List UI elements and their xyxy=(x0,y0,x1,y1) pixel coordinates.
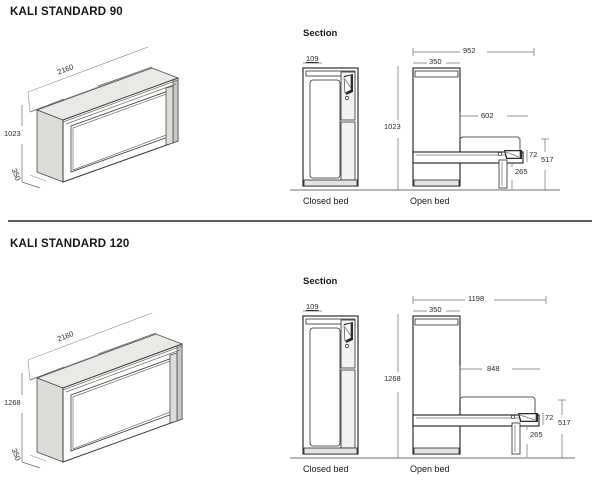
closed-bed-depth-dim-90: 109 xyxy=(306,54,319,63)
section-label-120: Section xyxy=(303,276,338,287)
iso-height-dim-90: 1023 xyxy=(4,129,21,138)
open-bed-total-depth-dim-90: 952 xyxy=(463,46,476,55)
open-bed-mattress-depth-dim-90: 602 xyxy=(481,111,494,120)
isometric-drawing-120 xyxy=(21,312,184,469)
open-bed-caption-90: Open bed xyxy=(410,196,450,206)
iso-height-dim-120: 1268 xyxy=(4,398,21,407)
section-drawing-90 xyxy=(290,48,560,191)
open-bed-thickness-dim-90: 72 xyxy=(529,150,538,159)
open-bed-cabinet-depth-dim-90: 350 xyxy=(429,57,442,66)
open-bed-thickness-dim-120: 72 xyxy=(545,413,554,422)
closed-bed-depth-dim-120: 109 xyxy=(306,302,319,311)
section-divider xyxy=(8,220,592,222)
open-bed-overall-dim-120: 517 xyxy=(558,418,571,427)
open-bed-height-dim-90: 1023 xyxy=(384,122,401,131)
page-title-90: KALI STANDARD 90 xyxy=(10,6,123,18)
page-title-120: KALI STANDARD 120 xyxy=(10,238,130,250)
open-bed-mattress-depth-dim-120: 848 xyxy=(487,364,500,373)
open-bed-cabinet-depth-dim-120: 350 xyxy=(429,305,442,314)
open-bed-overall-dim-90: 517 xyxy=(541,155,554,164)
open-bed-caption-120: Open bed xyxy=(410,464,450,474)
open-bed-height-dim-120: 1268 xyxy=(384,374,401,383)
open-bed-leg-height-dim-90: 265 xyxy=(515,167,528,176)
section-drawing-120 xyxy=(290,296,575,459)
closed-bed-caption-120: Closed bed xyxy=(303,464,349,474)
isometric-drawing-90 xyxy=(21,46,180,189)
open-bed-total-depth-dim-120: 1198 xyxy=(468,294,485,303)
closed-bed-caption-90: Closed bed xyxy=(303,196,349,206)
product-block-kali-standard-120: KALI STANDARD 120 2160 1268 350 Section xyxy=(0,232,600,484)
section-label-90: Section xyxy=(303,28,338,39)
open-bed-leg-height-dim-120: 265 xyxy=(530,430,543,439)
